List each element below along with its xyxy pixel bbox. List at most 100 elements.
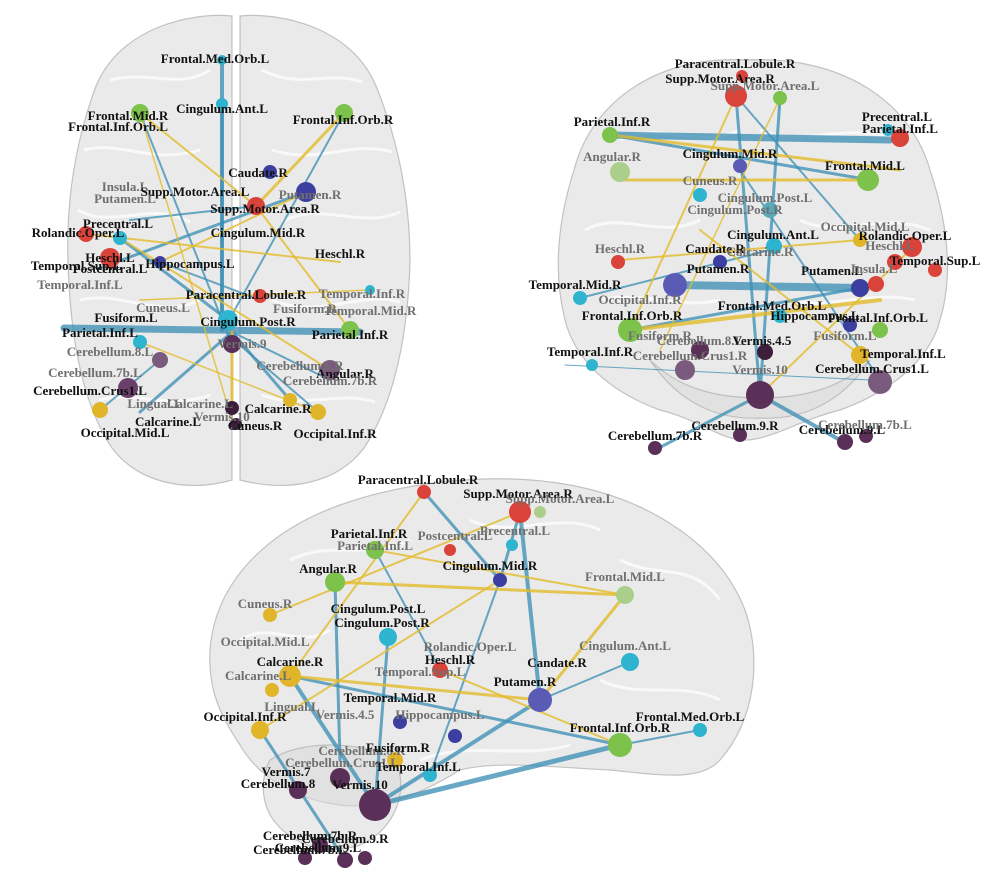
node xyxy=(773,91,787,105)
node xyxy=(506,539,518,551)
region-label: Frontal.Inf.Orb.R xyxy=(570,720,671,735)
node xyxy=(251,721,269,739)
axial-view: Frontal.Med.Orb.LCingulum.Ant.LFrontal.M… xyxy=(31,14,417,486)
region-label: Caudate.R xyxy=(685,241,745,256)
region-label: Cingulum.Post.R xyxy=(200,314,296,329)
region-label: Temporal.Inf.R xyxy=(547,344,634,359)
node xyxy=(616,586,634,604)
node xyxy=(610,162,630,182)
region-label: Supp.Motor.Area.L xyxy=(506,491,615,506)
node xyxy=(279,665,301,687)
region-label: Heschl.R xyxy=(315,246,366,261)
region-label: Calcarine.R xyxy=(257,654,324,669)
node xyxy=(310,404,326,420)
node xyxy=(365,285,375,295)
region-label: Cingulum.Ant.L xyxy=(579,638,671,653)
node xyxy=(448,729,462,743)
node xyxy=(393,715,407,729)
region-label: Cerebellum.8.R xyxy=(318,743,406,758)
axial-nodes xyxy=(78,55,375,430)
region-label: Calcarine.L xyxy=(225,668,291,683)
node xyxy=(247,197,265,215)
node xyxy=(358,851,372,865)
region-label: Parietal.Inf.R xyxy=(574,114,651,129)
region-label: Parietal.Inf.R xyxy=(312,327,389,342)
region-label: Temporal.Inf.R xyxy=(319,286,406,301)
region-label: Hippocampus.L xyxy=(395,707,485,722)
node xyxy=(534,506,546,518)
node xyxy=(928,263,942,277)
node xyxy=(432,662,448,678)
region-label: Fusiform.R xyxy=(366,740,431,755)
region-label: Vermis.10 xyxy=(332,777,388,792)
region-label: Supp.Motor.Area.L xyxy=(141,184,250,199)
node xyxy=(341,321,359,339)
region-label: Postcentral.L xyxy=(73,261,148,276)
region-label: Cerebellum.7b.L xyxy=(818,417,912,432)
axial-brain-right-hemisphere xyxy=(239,14,411,486)
node xyxy=(693,723,707,737)
region-label: Vermis.10 xyxy=(194,409,250,424)
node xyxy=(851,346,869,364)
region-label: Cerebellum.9.L xyxy=(799,422,886,437)
node xyxy=(851,279,869,297)
node xyxy=(216,98,228,110)
region-label: Fusiform.R xyxy=(273,301,338,316)
region-label: Vermis.4.5 xyxy=(316,707,375,722)
node xyxy=(586,359,598,371)
node xyxy=(766,238,782,254)
region-label: Putamen.R xyxy=(687,261,750,276)
region-label: Frontal.Inf.Orb.L xyxy=(828,310,928,325)
region-label: Cerebellum.8.L xyxy=(657,333,744,348)
region-label: Temporal.Inf.L xyxy=(860,346,946,361)
axial-gyri xyxy=(77,68,401,404)
region-label: Calcarine.L xyxy=(167,396,233,411)
node xyxy=(837,434,853,450)
region-label: Angular.R xyxy=(316,366,374,381)
region-label: Vermis.9 xyxy=(218,336,267,351)
node xyxy=(217,55,227,65)
node xyxy=(366,541,384,559)
region-label: Parietal.Inf.L xyxy=(62,325,138,340)
node xyxy=(223,335,241,353)
region-label: Cuneus.R xyxy=(238,596,293,611)
region-label: Vermis.7 xyxy=(262,764,311,779)
region-label: Frontal.Inf.Orb.R xyxy=(582,308,683,323)
region-label: Fusiform.L xyxy=(94,310,158,325)
region-label: Hippocampus.L xyxy=(770,308,860,323)
region-label: Temporal.Sup.L xyxy=(375,664,466,679)
node xyxy=(265,683,279,697)
node xyxy=(289,781,307,799)
region-label: Cingulum.Mid.R xyxy=(443,558,538,573)
region-label: Supp.Motor.Area.R xyxy=(463,486,573,501)
node xyxy=(330,768,350,788)
node xyxy=(133,335,147,349)
node xyxy=(283,393,297,407)
node xyxy=(902,237,922,257)
node xyxy=(118,378,138,398)
region-label: Precentral.L xyxy=(83,216,153,231)
region-label: Angular.R xyxy=(583,149,641,164)
node xyxy=(891,129,909,147)
node xyxy=(152,352,168,368)
node xyxy=(218,310,238,330)
sagittal-edges xyxy=(258,490,701,862)
node xyxy=(312,837,328,853)
region-label: Lingual.L xyxy=(127,396,183,411)
region-label: Frontal.Mid.R xyxy=(88,108,169,123)
region-label: Temporal.Mid.R xyxy=(344,690,437,705)
region-label: Cerebellum.9.R xyxy=(691,418,779,433)
node xyxy=(853,233,867,247)
node xyxy=(608,733,632,757)
region-label: Supp.Motor.Area.R xyxy=(665,71,775,86)
region-label: Heschl.L xyxy=(85,250,135,265)
node xyxy=(691,341,709,359)
region-label: Heschl.R xyxy=(425,652,476,667)
region-label: Temporal.Mid.R xyxy=(324,303,417,318)
region-label: Putamen.L xyxy=(94,191,156,206)
region-label: Occipital.Mid.L xyxy=(821,219,910,234)
region-label: Cingulum.Ant.L xyxy=(176,101,268,116)
node xyxy=(417,485,431,499)
region-label: Cuneus.R xyxy=(683,173,738,188)
node xyxy=(335,104,353,122)
